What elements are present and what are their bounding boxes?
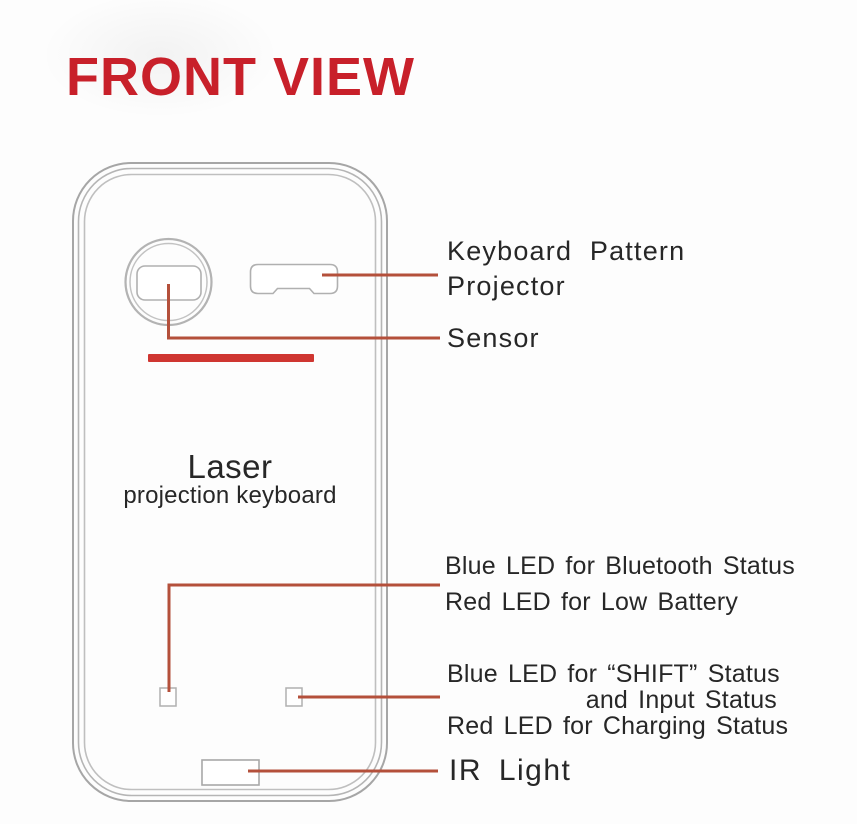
device-body-outline <box>72 162 388 802</box>
label-sensor: Sensor <box>447 323 540 353</box>
label-status-led-left: Blue LED for Bluetooth Status Red LED fo… <box>445 548 795 620</box>
callout-line-led-left <box>167 583 440 692</box>
device-name-line1: Laser <box>187 448 273 485</box>
label-keyboard-pattern-projector: Keyboard Pattern Projector <box>447 234 685 304</box>
label-led1-line1: Blue LED for Bluetooth Status <box>445 552 795 580</box>
label-led2-line2: and Input Status <box>585 686 777 714</box>
label-projector-line2: Projector <box>447 271 566 301</box>
label-projector-line1: Keyboard Pattern <box>447 236 686 266</box>
callout-lines <box>167 273 440 773</box>
label-status-led-right: Blue LED for “SHIFT” Status and Input St… <box>447 660 789 740</box>
page-title: FRONT VIEW <box>66 47 415 107</box>
sensor-window <box>249 263 339 295</box>
callout-line-sensor <box>167 284 440 340</box>
device-name-line2: projection keyboard <box>123 482 337 509</box>
device-name: Laser projection keyboard <box>108 450 352 508</box>
laser-emitter-bar <box>148 354 314 362</box>
label-ir-light: IR Light <box>449 754 572 787</box>
label-led1-line2: Red LED for Low Battery <box>445 588 739 616</box>
label-led2-line1: Blue LED for “SHIFT” Status <box>447 660 780 688</box>
label-led2-line3: Red LED for Charging Status <box>447 712 789 740</box>
